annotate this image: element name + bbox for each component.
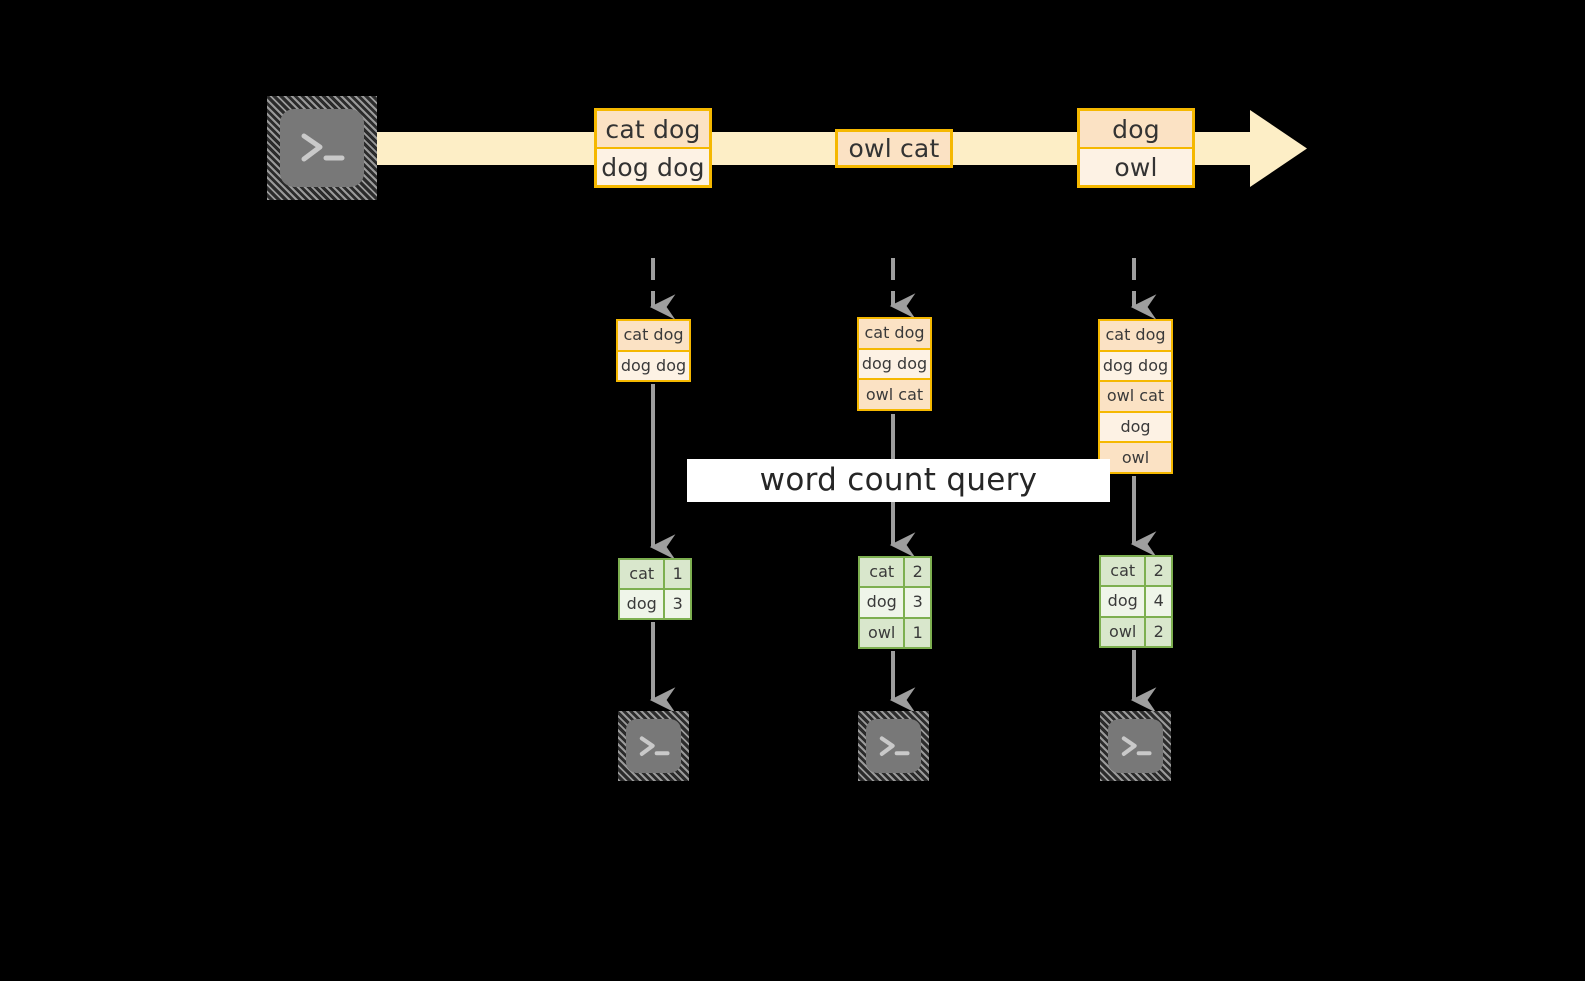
snapshot-3-table-row: dog dog — [1100, 349, 1171, 381]
result-count: 3 — [663, 590, 690, 618]
snapshot-3-table-row: cat dog — [1100, 321, 1171, 350]
table-row: cat 2 — [860, 558, 930, 587]
result-word: dog — [860, 588, 904, 617]
snapshot-3-table-row: dog — [1100, 410, 1171, 442]
table-row: dog 3 — [860, 586, 930, 617]
stream-event-line: cat dog — [597, 111, 709, 147]
snapshot-2-result-table[interactable]: cat 2 dog 3 owl 1 — [858, 556, 932, 649]
snapshot-3-result-table[interactable]: cat 2 dog 4 owl 2 — [1099, 555, 1173, 648]
result-word: owl — [860, 618, 904, 647]
terminal-prompt-icon — [858, 711, 929, 781]
query-label: word count query — [687, 459, 1110, 502]
terminal-prompt-icon — [267, 96, 377, 200]
table-row: owl 1 — [860, 616, 930, 647]
snapshot-1-table[interactable]: cat dog dog dog — [616, 319, 691, 382]
snapshot-1-result-table[interactable]: cat 1 dog 3 — [618, 558, 692, 620]
result-count: 2 — [903, 558, 930, 587]
snapshot-1-table-row: dog dog — [618, 349, 689, 380]
snapshot-1-sink-terminal[interactable] — [618, 711, 689, 781]
snapshot-2-table-row: cat dog — [859, 319, 930, 348]
terminal-prompt-icon — [618, 711, 689, 781]
result-count: 1 — [663, 560, 690, 588]
result-count: 3 — [903, 588, 930, 617]
terminal-prompt-icon — [1100, 711, 1171, 781]
stream-event-line: owl cat — [838, 132, 950, 165]
result-word: cat — [860, 558, 904, 587]
snapshot-3-table-row: owl cat — [1100, 380, 1171, 411]
table-row: cat 1 — [620, 560, 690, 588]
source-terminal[interactable] — [267, 96, 377, 200]
snapshot-2-table[interactable]: cat dog dog dog owl cat — [857, 317, 932, 411]
result-count: 2 — [1144, 617, 1171, 646]
stream-event-3[interactable]: dog owl — [1077, 108, 1195, 188]
result-word: cat — [620, 560, 664, 588]
result-word: owl — [1101, 617, 1145, 646]
table-row: cat 2 — [1101, 557, 1171, 586]
stream-event-line: owl — [1080, 147, 1192, 185]
snapshot-3-table[interactable]: cat dog dog dog owl cat dog owl — [1098, 319, 1173, 474]
snapshot-3-table-row: owl — [1100, 441, 1171, 472]
table-row: dog 4 — [1101, 585, 1171, 616]
result-word: dog — [620, 590, 664, 618]
stream-event-1[interactable]: cat dog dog dog — [594, 108, 712, 188]
snapshot-3-sink-terminal[interactable] — [1100, 711, 1171, 781]
snapshot-2-sink-terminal[interactable] — [858, 711, 929, 781]
stream-event-line: dog — [1080, 111, 1192, 147]
stream-event-2[interactable]: owl cat — [835, 129, 953, 168]
snapshot-2-table-row: owl cat — [859, 378, 930, 409]
result-count: 2 — [1144, 557, 1171, 586]
query-label-text: word count query — [759, 462, 1038, 498]
table-row: dog 3 — [620, 588, 690, 618]
stream-event-line: dog dog — [597, 147, 709, 185]
table-row: owl 2 — [1101, 615, 1171, 646]
result-word: dog — [1101, 587, 1145, 616]
result-count: 4 — [1144, 587, 1171, 616]
snapshot-1-table-row: cat dog — [618, 321, 689, 350]
snapshot-2-table-row: dog dog — [859, 347, 930, 379]
result-word: cat — [1101, 557, 1145, 586]
result-count: 1 — [903, 618, 930, 647]
